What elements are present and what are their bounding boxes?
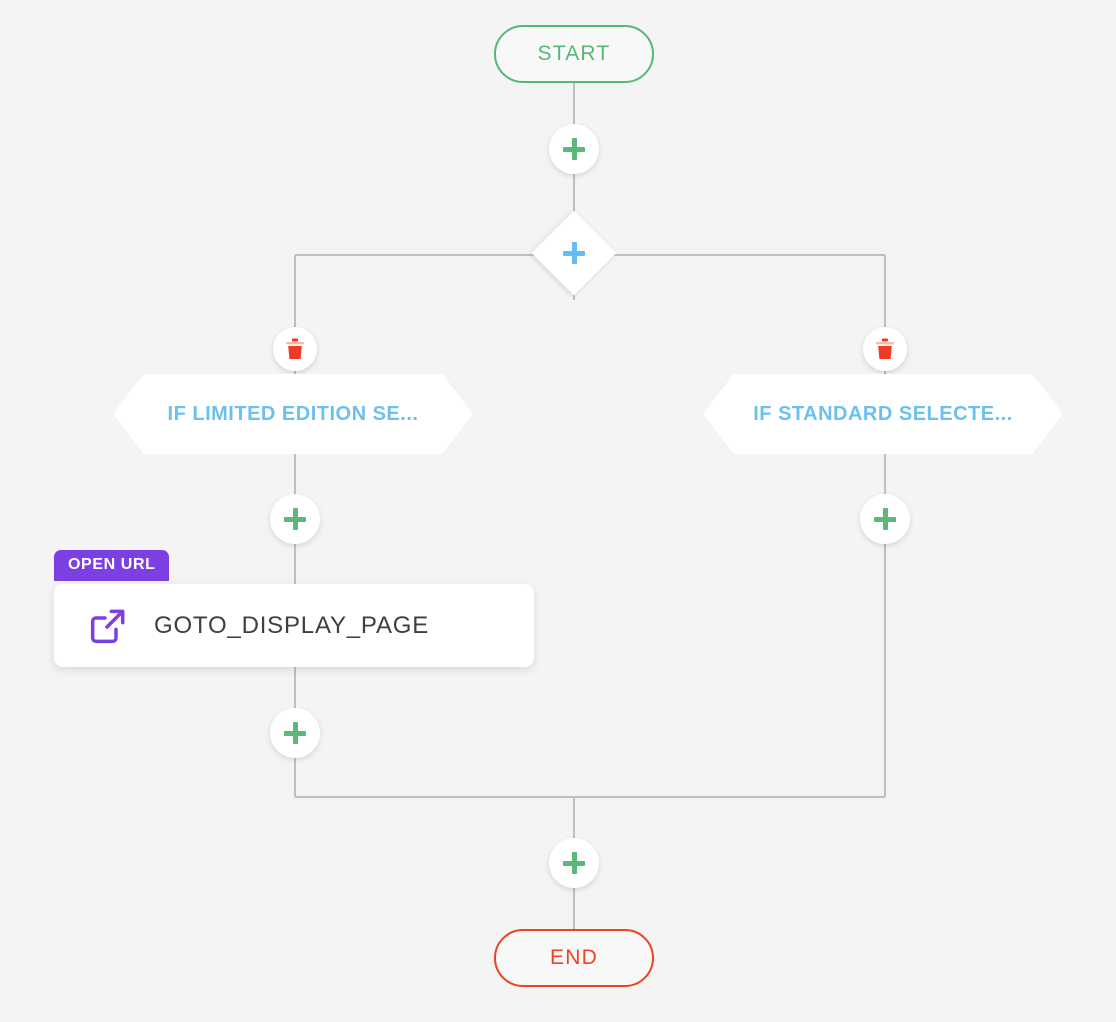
plus-icon: [284, 508, 306, 530]
plus-icon: [563, 852, 585, 874]
action-card-title: GOTO_DISPLAY_PAGE: [154, 611, 430, 639]
start-node[interactable]: START: [494, 25, 654, 83]
trash-icon: [286, 338, 304, 359]
condition-label-left: IF LIMITED EDITION SE...: [167, 402, 419, 425]
plus-icon: [563, 138, 585, 160]
plus-icon: [563, 242, 585, 264]
end-node[interactable]: END: [494, 929, 654, 987]
action-card-open-url[interactable]: OPEN URL GOTO_DISPLAY_PAGE: [54, 550, 534, 667]
delete-condition-left-button[interactable]: [273, 327, 317, 371]
trash-icon: [876, 338, 894, 359]
condition-node-right[interactable]: IF STANDARD SELECTE...: [703, 374, 1063, 454]
add-step-left-branch-top-button[interactable]: [270, 494, 320, 544]
add-step-right-branch-top-button[interactable]: [860, 494, 910, 544]
add-step-before-end-button[interactable]: [549, 838, 599, 888]
action-card-badge: OPEN URL: [54, 550, 170, 581]
external-link-icon: [90, 609, 125, 643]
start-node-label: START: [537, 42, 611, 65]
plus-icon: [284, 722, 306, 744]
add-step-left-branch-bottom-button[interactable]: [270, 708, 320, 758]
condition-label-right: IF STANDARD SELECTE...: [753, 402, 1013, 425]
add-branch-diamond-button[interactable]: [531, 210, 617, 296]
plus-icon: [874, 508, 896, 530]
end-node-label: END: [550, 946, 598, 969]
delete-condition-right-button[interactable]: [863, 327, 907, 371]
add-step-after-start-button[interactable]: [549, 124, 599, 174]
condition-node-left[interactable]: IF LIMITED EDITION SE...: [113, 374, 473, 454]
